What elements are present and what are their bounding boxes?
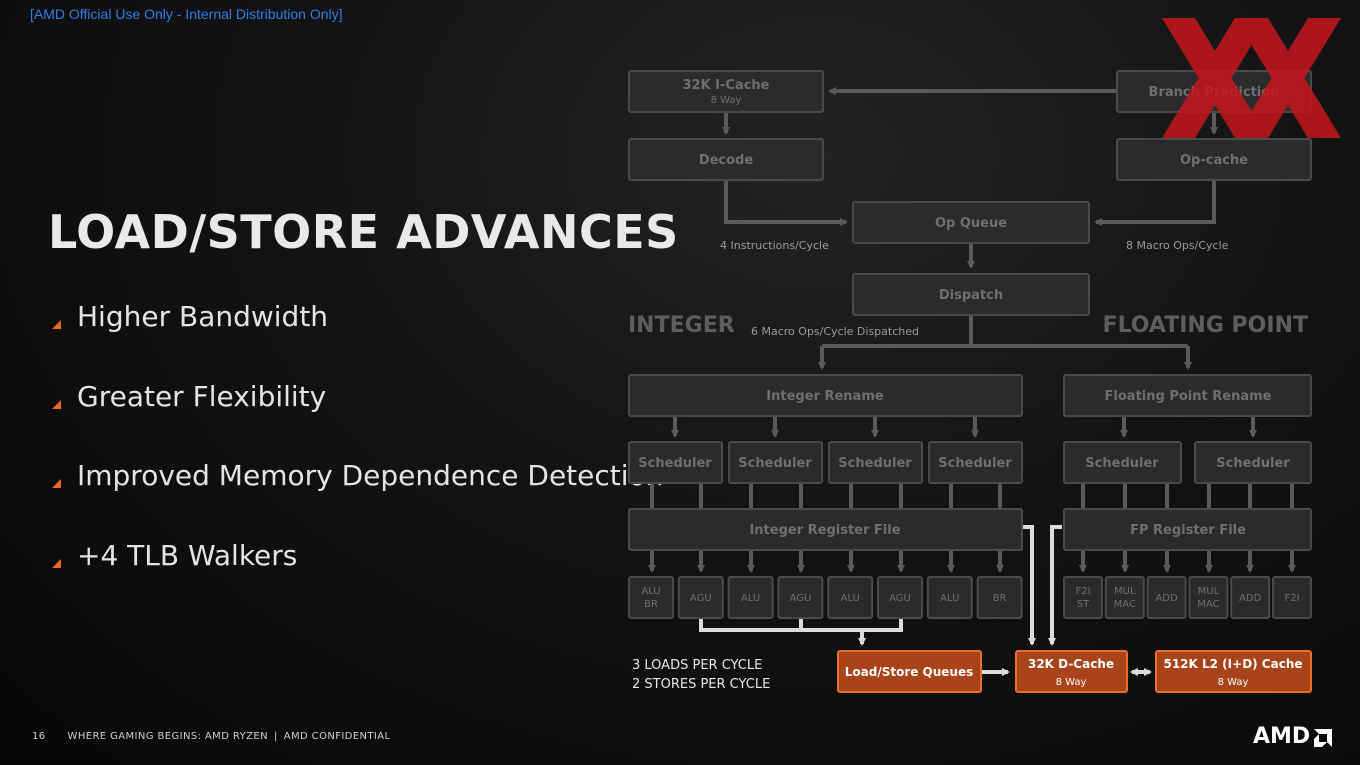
footer: 16 WHERE GAMING BEGINS: AMD RYZEN | AMD … bbox=[32, 731, 391, 742]
fp-unit-label: ADD bbox=[1155, 593, 1178, 604]
page-number: 16 bbox=[32, 731, 46, 742]
amd-arrow-icon bbox=[1314, 728, 1333, 747]
fp-unit-box bbox=[1146, 576, 1187, 619]
integer-unit-label: AGU bbox=[889, 593, 911, 604]
integer-unit-label: ALU bbox=[641, 586, 660, 597]
stores-note: 2 STORES PER CYCLE bbox=[632, 677, 770, 692]
integer-unit-label: ALU bbox=[940, 593, 959, 604]
integer-unit-box bbox=[677, 576, 724, 619]
fp-unit-box bbox=[1230, 576, 1271, 619]
bullet-triangle-icon bbox=[52, 320, 61, 329]
opqueue-label: Op Queue bbox=[935, 216, 1007, 231]
scheduler-label: Scheduler bbox=[738, 456, 812, 471]
bullet-item: Improved Memory Dependence Detection bbox=[52, 457, 663, 537]
fp-unit-label: F2I bbox=[1075, 586, 1090, 597]
fp-rename-label: Floating Point Rename bbox=[1105, 389, 1272, 404]
bullet-item: +4 TLB Walkers bbox=[52, 537, 663, 617]
bullet-item: Higher Bandwidth bbox=[52, 298, 663, 378]
bullet-item: Greater Flexibility bbox=[52, 378, 663, 458]
bullet-triangle-icon bbox=[52, 399, 61, 409]
fp-execution-units bbox=[1063, 576, 1312, 619]
integer-unit-label: AGU bbox=[790, 593, 812, 604]
pipeline-boxes bbox=[628, 70, 1312, 551]
l2-sub: 8 Way bbox=[1218, 677, 1249, 688]
bullet-triangle-icon bbox=[52, 479, 61, 488]
fp-unit-label: MAC bbox=[1197, 599, 1219, 610]
integer-unit-box bbox=[827, 576, 874, 619]
dispatch-label: Dispatch bbox=[939, 288, 1003, 303]
fp-unit-box bbox=[1188, 576, 1229, 619]
scheduler-label: Scheduler bbox=[938, 456, 1012, 471]
opcache-label: Op-cache bbox=[1180, 153, 1248, 168]
integer-unit-box bbox=[727, 576, 774, 619]
bullet-text: Greater Flexibility bbox=[77, 379, 327, 413]
integer-unit-label: ALU bbox=[841, 593, 860, 604]
fp-regfile-label: FP Register File bbox=[1130, 523, 1246, 538]
highlighted-boxes bbox=[837, 650, 1312, 693]
integer-unit-box bbox=[926, 576, 973, 619]
scheduler-label: Scheduler bbox=[838, 456, 912, 471]
watermark-logo bbox=[1162, 18, 1341, 138]
fp-unit-label: MUL bbox=[1114, 586, 1136, 597]
integer-unit-label: BR bbox=[993, 593, 1007, 604]
integer-unit-label: BR bbox=[644, 599, 658, 610]
integer-unit-box bbox=[976, 576, 1023, 619]
highlight-labels: Load/Store Queues 32K D-Cache 8 Way 512K… bbox=[845, 657, 1303, 688]
integer-execution-units bbox=[628, 576, 1023, 619]
integer-unit-label: ALU bbox=[741, 593, 760, 604]
bullet-text: Improved Memory Dependence Detection bbox=[77, 459, 664, 492]
slide-title: LOAD/STORE ADVANCES bbox=[48, 205, 679, 259]
bullet-triangle-icon bbox=[52, 558, 61, 568]
fp-unit-label: ADD bbox=[1239, 593, 1262, 604]
integer-unit-label: AGU bbox=[690, 593, 712, 604]
logo-text: AMD bbox=[1253, 724, 1311, 749]
integer-unit-box bbox=[877, 576, 923, 619]
bullet-list: Higher Bandwidth Greater Flexibility Imp… bbox=[52, 298, 663, 616]
integer-unit-labels: ALU BR AGU ALU AGU ALU AGU ALU BR bbox=[641, 586, 1006, 610]
fp-unit-label: F2I bbox=[1284, 593, 1299, 604]
ipc-right-note: 8 Macro Ops/Cycle bbox=[1126, 239, 1229, 252]
scheduler-label: Scheduler bbox=[1216, 456, 1290, 471]
fp-unit-label: MUL bbox=[1198, 586, 1220, 597]
int-rename-label: Integer Rename bbox=[766, 389, 884, 404]
annotations: 4 Instructions/Cycle 8 Macro Ops/Cycle 6… bbox=[720, 239, 1229, 338]
dcache-label: 32K D-Cache bbox=[1028, 657, 1114, 671]
fp-unit-box bbox=[1272, 576, 1312, 619]
load-store-connectors bbox=[699, 525, 1152, 676]
dcache-sub: 8 Way bbox=[1056, 677, 1087, 688]
box-labels: 32K I-Cache 8 Way Branch Prediction Deco… bbox=[638, 78, 1290, 538]
l2-label: 512K L2 (I+D) Cache bbox=[1163, 657, 1302, 671]
scheduler-label: Scheduler bbox=[1085, 456, 1159, 471]
loads-note: 3 LOADS PER CYCLE bbox=[632, 658, 762, 673]
fp-unit-labels: F2I ST MUL MAC ADD MUL MAC ADD F2I bbox=[1075, 586, 1299, 610]
integer-unit-box bbox=[777, 576, 824, 619]
icache-sub: 8 Way bbox=[711, 95, 742, 106]
fp-heading: FLOATING POINT bbox=[1103, 313, 1308, 338]
ipc-left-note: 4 Instructions/Cycle bbox=[720, 239, 829, 252]
scheduler-label: Scheduler bbox=[638, 456, 712, 471]
fp-unit-box bbox=[1063, 576, 1103, 619]
bullet-text: Higher Bandwidth bbox=[77, 300, 329, 333]
bullet-text: +4 TLB Walkers bbox=[77, 538, 298, 572]
fp-unit-label: MAC bbox=[1114, 599, 1136, 610]
integer-unit-box bbox=[628, 576, 674, 619]
int-regfile-label: Integer Register File bbox=[749, 523, 900, 538]
integer-heading: INTEGER bbox=[628, 313, 735, 338]
dispatched-note: 6 Macro Ops/Cycle Dispatched bbox=[751, 325, 919, 338]
connector-lines bbox=[648, 87, 1296, 573]
icache-label: 32K I-Cache bbox=[682, 78, 769, 93]
fp-unit-box bbox=[1104, 576, 1145, 619]
footer-separator: | bbox=[273, 731, 278, 742]
decode-label: Decode bbox=[699, 153, 754, 168]
footer-tagline: WHERE GAMING BEGINS: AMD RYZEN bbox=[67, 731, 268, 742]
footer-confidential: AMD CONFIDENTIAL bbox=[283, 731, 391, 742]
fp-unit-label: ST bbox=[1077, 599, 1090, 610]
lsq-label: Load/Store Queues bbox=[845, 665, 974, 679]
internal-distribution-banner: [AMD Official Use Only - Internal Distri… bbox=[30, 6, 343, 22]
amd-logo: AMD bbox=[1253, 724, 1334, 749]
